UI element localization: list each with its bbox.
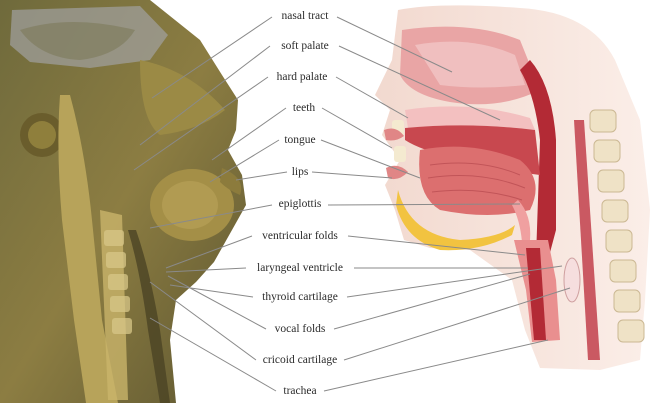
- illustration: [375, 5, 650, 370]
- label-nasal-tract: nasal tract: [282, 10, 329, 23]
- label-ventricular-folds: ventricular folds: [262, 230, 338, 243]
- label-cricoid-cartilage: cricoid cartilage: [263, 354, 337, 367]
- label-thyroid-cartilage: thyroid cartilage: [262, 291, 338, 304]
- specimen-photo: [0, 0, 246, 403]
- label-soft-palate: soft palate: [281, 40, 329, 53]
- label-teeth: teeth: [293, 102, 315, 115]
- label-epiglottis: epiglottis: [279, 198, 322, 211]
- label-trachea: trachea: [283, 385, 316, 398]
- label-hard-palate: hard palate: [277, 71, 328, 84]
- label-tongue: tongue: [284, 134, 315, 147]
- label-vocal-folds: vocal folds: [275, 323, 326, 336]
- label-lips: lips: [292, 166, 309, 179]
- label-laryngeal-ventricle: laryngeal ventricle: [257, 262, 343, 275]
